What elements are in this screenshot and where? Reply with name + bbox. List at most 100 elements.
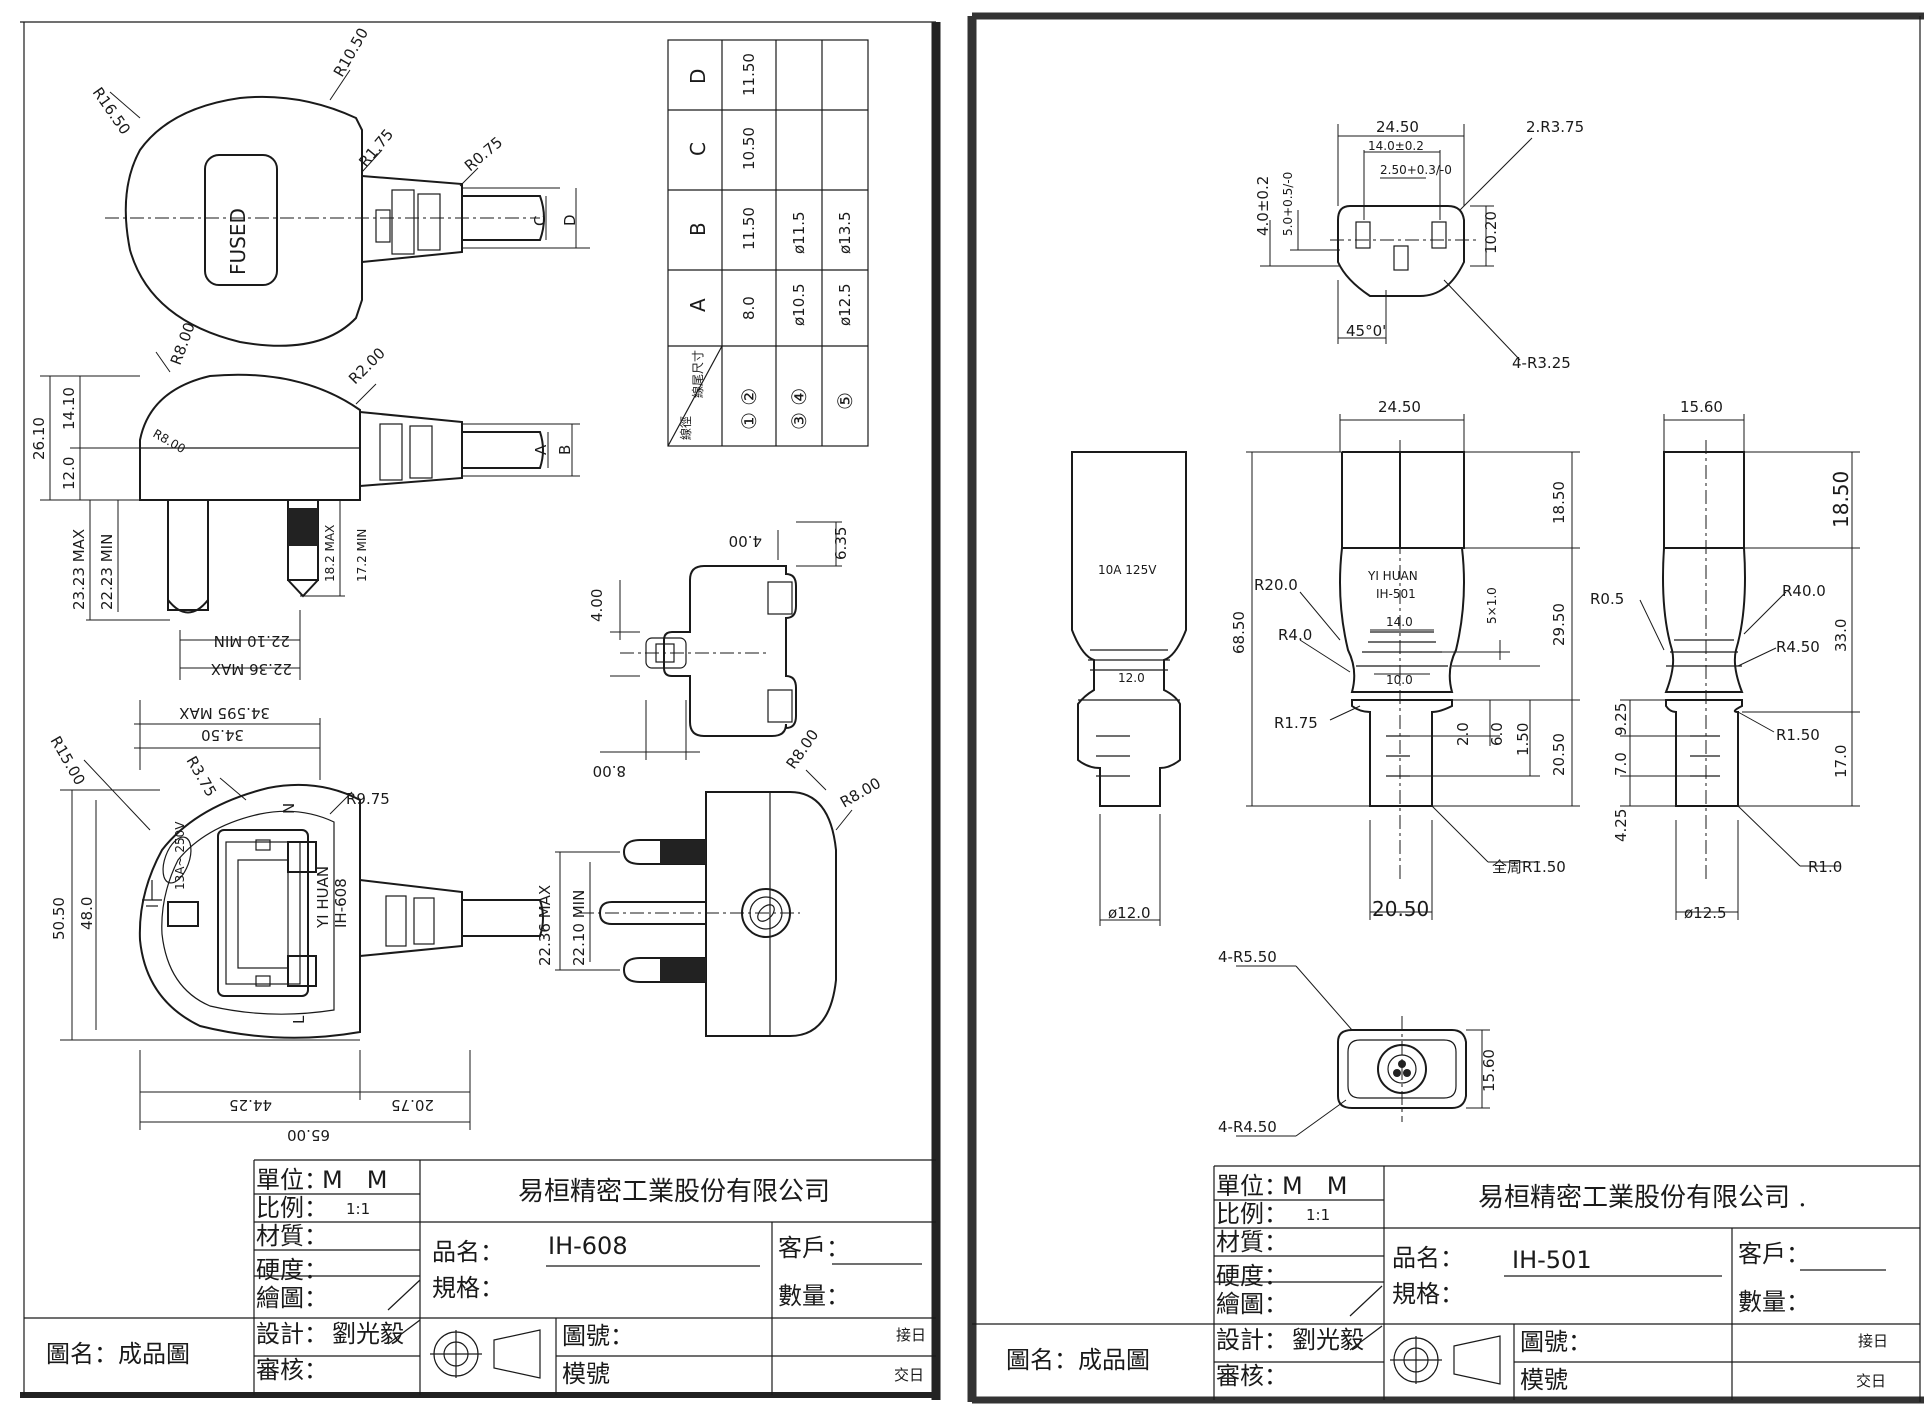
dim-front-24-50: 24.50 bbox=[1378, 398, 1421, 416]
left-spec-label: 規格： bbox=[432, 1274, 504, 1302]
table-corner-sub: 線徑 bbox=[678, 416, 693, 440]
dim-face-2-r3-75: 2.R3.75 bbox=[1526, 118, 1584, 136]
connector-side-view bbox=[1620, 414, 1860, 920]
socket-face-top bbox=[1260, 124, 1533, 361]
table-row1-d: 11.50 bbox=[740, 53, 758, 96]
label-yi-huan: YI HUAN bbox=[1367, 569, 1418, 583]
left-product: IH-608 bbox=[548, 1232, 628, 1260]
right-sheet-frame bbox=[967, 12, 1924, 1404]
right-drawing-no-label: 圖號： bbox=[1520, 1328, 1592, 1356]
cable-size-table bbox=[667, 39, 869, 447]
right-customer-label: 客戶： bbox=[1738, 1240, 1810, 1268]
dim-front-10-0: 10.0 bbox=[1386, 673, 1413, 687]
table-row3-label: ⑤ bbox=[833, 392, 857, 410]
radius-r40-0: R40.0 bbox=[1782, 582, 1826, 600]
front-label-yi-huan: YI HUAN bbox=[314, 866, 332, 929]
right-deliver-label: 交日 bbox=[1856, 1372, 1886, 1390]
dim-side-dia-12-5: ø12.5 bbox=[1684, 904, 1727, 922]
dim-face-2-50: 2.50+0.3/-0 bbox=[1380, 163, 1452, 177]
dim-front-29-50: 29.50 bbox=[1550, 603, 1568, 646]
dim-side-7-0: 7.0 bbox=[1612, 752, 1630, 776]
left-scale: 1:1 bbox=[346, 1200, 370, 1218]
left-review-label: 審核： bbox=[256, 1356, 328, 1384]
left-hardness-label: 硬度： bbox=[256, 1256, 328, 1284]
dim-side-18-50: 18.50 bbox=[1829, 471, 1853, 528]
dim-side-12-0: 12.0 bbox=[60, 457, 78, 490]
table-row1-b: 11.50 bbox=[740, 207, 758, 250]
dim-face-24-50: 24.50 bbox=[1376, 118, 1419, 136]
dim-side-r2-00: R2.00 bbox=[345, 344, 389, 388]
dim-front-20-50-bottom: 20.50 bbox=[1372, 897, 1429, 921]
dim-front-50-50: 50.50 bbox=[50, 897, 68, 940]
right-product-label: 品名： bbox=[1392, 1244, 1464, 1272]
left-drawing-name: 圖名：成品圖 bbox=[46, 1340, 190, 1368]
dim-pin-6-35: 6.35 bbox=[832, 527, 850, 560]
right-review-label: 審核： bbox=[1216, 1362, 1288, 1390]
radius-full-r1-50: 全周R1.50 bbox=[1492, 858, 1566, 876]
dim-c: C bbox=[531, 216, 549, 226]
dim-left-dia-12-0: ø12.0 bbox=[1108, 904, 1151, 922]
table-header-b: B bbox=[686, 222, 710, 236]
table-header-d: D bbox=[686, 69, 710, 84]
left-drawing-no-label: 圖號： bbox=[562, 1322, 634, 1350]
radius-r1-0: R1.0 bbox=[1808, 858, 1842, 876]
table-header-a: A bbox=[686, 298, 710, 312]
dim-side-4-25: 4.25 bbox=[1612, 809, 1630, 842]
dim-side-22-23: 22.23 MIN bbox=[98, 534, 116, 610]
left-company-name: 易桓精密工業股份有限公司 bbox=[518, 1177, 830, 1207]
dim-face-45: 45°0' bbox=[1346, 322, 1386, 340]
front-label-n: N bbox=[280, 803, 298, 814]
dim-side-22-36: 22.36 MAX bbox=[211, 660, 292, 678]
dim-side-14-10: 14.10 bbox=[60, 387, 78, 430]
left-deliver-label: 交日 bbox=[894, 1366, 924, 1384]
dim-side-17-2: 17.2 MIN bbox=[355, 529, 369, 582]
left-unit-label: 單位： bbox=[256, 1166, 328, 1194]
plug-front-view bbox=[60, 700, 544, 1130]
dim-end-r8-00-a: R8.00 bbox=[783, 726, 823, 772]
front-label-l: L bbox=[290, 1015, 308, 1024]
table-row1-c: 10.50 bbox=[740, 127, 758, 170]
dim-front-20-50: 20.50 bbox=[1550, 733, 1568, 776]
dim-side-r8-00-b: R8.00 bbox=[151, 426, 188, 456]
dim-face-5-0: 5.0+0.5/-0 bbox=[1281, 172, 1295, 236]
right-drawing-name: 圖名：成品圖 bbox=[1006, 1346, 1150, 1374]
left-designer: 劉光毅 bbox=[332, 1320, 404, 1348]
dim-side-15-60: 15.60 bbox=[1680, 398, 1723, 416]
front-label-ih-608: IH-608 bbox=[332, 878, 350, 928]
dim-face-10-20: 10.20 bbox=[1482, 211, 1500, 254]
dim-side-22-10: 22.10 MIN bbox=[214, 632, 290, 650]
dim-front-34-50: 34.50 bbox=[201, 726, 244, 744]
dim-front-1-50: 1.50 bbox=[1514, 723, 1532, 756]
dim-side-r8-00-a: R8.00 bbox=[167, 320, 199, 367]
right-material-label: 材質： bbox=[1216, 1228, 1288, 1256]
right-designer: 劉光毅 bbox=[1292, 1326, 1364, 1354]
dim-r10-50: R10.50 bbox=[330, 25, 372, 80]
left-sheet-frame bbox=[20, 21, 941, 1400]
left-qty-label: 數量： bbox=[778, 1282, 850, 1310]
dim-front-5x1-0: 5×1.0 bbox=[1485, 587, 1499, 624]
left-mold-label: 模號 bbox=[562, 1360, 610, 1388]
dim-front-r15-00: R15.00 bbox=[47, 733, 89, 788]
dim-pin-4-00-top: 4.00 bbox=[729, 532, 762, 550]
rating-label: 10A 125V bbox=[1098, 563, 1157, 577]
table-row1-a: 8.0 bbox=[740, 296, 758, 320]
right-drawn-label: 繪圖： bbox=[1216, 1290, 1288, 1318]
table-row3-b: ø13.5 bbox=[836, 211, 854, 254]
connector-end-view bbox=[1236, 965, 1490, 1137]
dim-side-33-0: 33.0 bbox=[1832, 619, 1850, 652]
left-product-label: 品名： bbox=[432, 1238, 504, 1266]
left-drawn-label: 繪圖： bbox=[256, 1284, 328, 1312]
radius-r4-50: R4.50 bbox=[1776, 638, 1820, 656]
dim-pin-8-00: 8.00 bbox=[593, 762, 626, 780]
right-scale: 1:1 bbox=[1306, 1206, 1330, 1224]
dim-face-14-0: 14.0±0.2 bbox=[1368, 139, 1424, 153]
right-product: IH-501 bbox=[1512, 1246, 1592, 1274]
left-design-label: 設計： bbox=[256, 1320, 328, 1348]
right-hardness-label: 硬度： bbox=[1216, 1262, 1288, 1290]
right-spec-label: 規格： bbox=[1392, 1280, 1464, 1308]
dim-front-48-0: 48.0 bbox=[78, 897, 96, 930]
dim-front-65-00: 65.00 bbox=[287, 1126, 330, 1144]
dim-side-18-2: 18.2 MAX bbox=[323, 525, 337, 582]
dim-front-2-0: 2.0 bbox=[1454, 722, 1472, 746]
connector-front-view bbox=[1246, 414, 1580, 920]
